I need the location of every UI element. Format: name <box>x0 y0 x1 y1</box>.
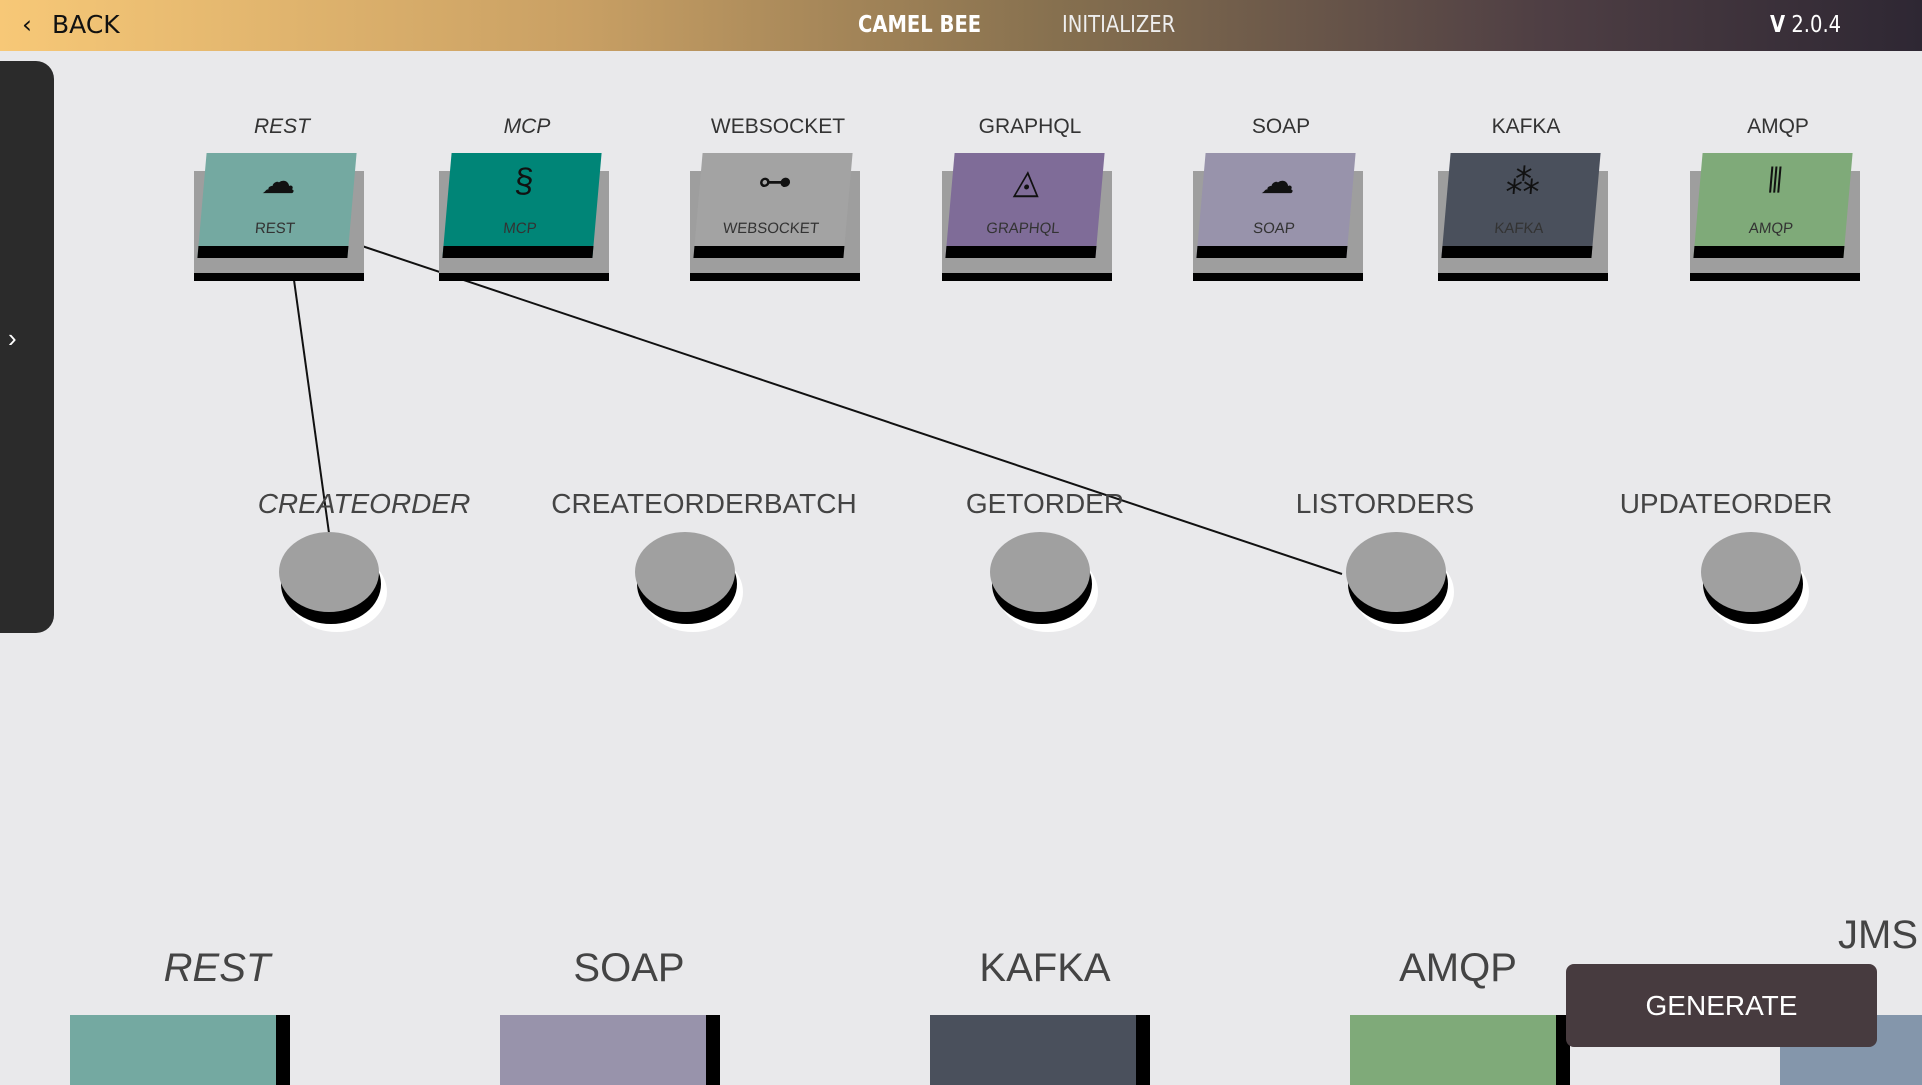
protocol-tile-graphql[interactable]: ◬ GRAPHQL <box>942 153 1112 281</box>
protocol-tile-rest[interactable]: ☁ REST <box>194 153 364 281</box>
tile-face: ☁ REST <box>197 153 357 258</box>
tile-name: SOAP <box>1252 220 1296 237</box>
connection-line <box>293 279 330 534</box>
tile-name: WEBSOCKET <box>722 220 820 237</box>
tile-face: ⦀ AMQP <box>1693 153 1853 258</box>
tile-name: KAFKA <box>1493 220 1545 237</box>
tile-face: § MCP <box>442 153 602 258</box>
header-bar: ‹ BACK CAMEL BEE INITIALIZER V 2.0.4 <box>0 0 1922 51</box>
cloud-braces-icon: ☁ <box>260 163 298 201</box>
protocol-label: REST <box>253 115 310 138</box>
bottom-protocol-tile[interactable] <box>500 1015 720 1085</box>
tile-name: GRAPHQL <box>985 220 1061 237</box>
method-label: CREATEORDER <box>257 488 471 519</box>
bottom-protocol-tile[interactable] <box>930 1015 1150 1085</box>
method-node[interactable] <box>990 532 1098 632</box>
tile-name: MCP <box>502 220 538 237</box>
app-subtitle: INITIALIZER <box>1062 12 1176 38</box>
sidebar-toggle[interactable]: › <box>0 61 54 633</box>
method-node[interactable] <box>279 532 387 632</box>
method-node[interactable] <box>635 532 743 632</box>
tile-name: AMQP <box>1748 220 1794 237</box>
graphql-icon: ◬ <box>1012 163 1042 201</box>
mcp-icon: § <box>513 162 536 200</box>
tile-face: ⊶ WEBSOCKET <box>693 153 853 258</box>
protocol-label: AMQP <box>1747 115 1809 138</box>
cloud-code-icon: ☁ <box>1259 163 1297 201</box>
protocol-tile-mcp[interactable]: § MCP <box>439 153 609 281</box>
bottom-protocol-tile[interactable] <box>70 1015 290 1085</box>
protocol-label: SOAP <box>1251 115 1311 138</box>
chevron-right-icon: › <box>8 323 17 353</box>
version-number: 2.0.4 <box>1791 12 1842 38</box>
generate-button[interactable]: GENERATE <box>1566 964 1877 1047</box>
connection-line <box>358 244 1343 575</box>
version-label: V 2.0.4 <box>1770 12 1841 38</box>
method-node[interactable] <box>1701 532 1809 632</box>
bottom-protocol-label: REST <box>163 946 271 990</box>
version-prefix: V <box>1770 12 1786 38</box>
chevron-left-icon: ‹ <box>22 10 32 39</box>
bottom-protocol-label: SOAP <box>573 946 685 990</box>
protocol-tile-websocket[interactable]: ⊶ WEBSOCKET <box>690 153 860 281</box>
tile-face: ☁ SOAP <box>1196 153 1356 258</box>
back-button[interactable]: ‹ BACK <box>22 10 120 39</box>
tile-name: REST <box>254 220 296 237</box>
protocol-tile-amqp[interactable]: ⦀ AMQP <box>1690 153 1860 281</box>
bottom-protocol-label: KAFKA <box>979 946 1111 990</box>
amqp-icon: ⦀ <box>1765 162 1785 200</box>
protocol-label: MCP <box>503 115 551 138</box>
kafka-icon: ⁂ <box>1504 163 1542 201</box>
bottom-protocol-tile[interactable] <box>1350 1015 1570 1085</box>
protocol-tile-soap[interactable]: ☁ SOAP <box>1193 153 1363 281</box>
method-label: CREATEORDERBATCH <box>551 488 857 519</box>
protocol-label: WEBSOCKET <box>710 115 846 138</box>
app-title: CAMEL BEE <box>858 12 982 38</box>
method-node[interactable] <box>1346 532 1454 632</box>
back-label: BACK <box>52 10 120 39</box>
tile-face: ⁂ KAFKA <box>1441 153 1601 258</box>
method-label: UPDATEORDER <box>1619 488 1833 519</box>
websocket-icon: ⊶ <box>756 163 794 201</box>
protocol-label: KAFKA <box>1491 115 1561 138</box>
protocol-label: GRAPHQL <box>978 115 1082 138</box>
protocol-tile-kafka[interactable]: ⁂ KAFKA <box>1438 153 1608 281</box>
bottom-protocol-label: JMS <box>1838 913 1918 957</box>
bottom-protocol-label: AMQP <box>1399 946 1517 990</box>
method-label: LISTORDERS <box>1295 488 1475 519</box>
tile-face: ◬ GRAPHQL <box>945 153 1105 258</box>
method-label: GETORDER <box>965 488 1125 519</box>
